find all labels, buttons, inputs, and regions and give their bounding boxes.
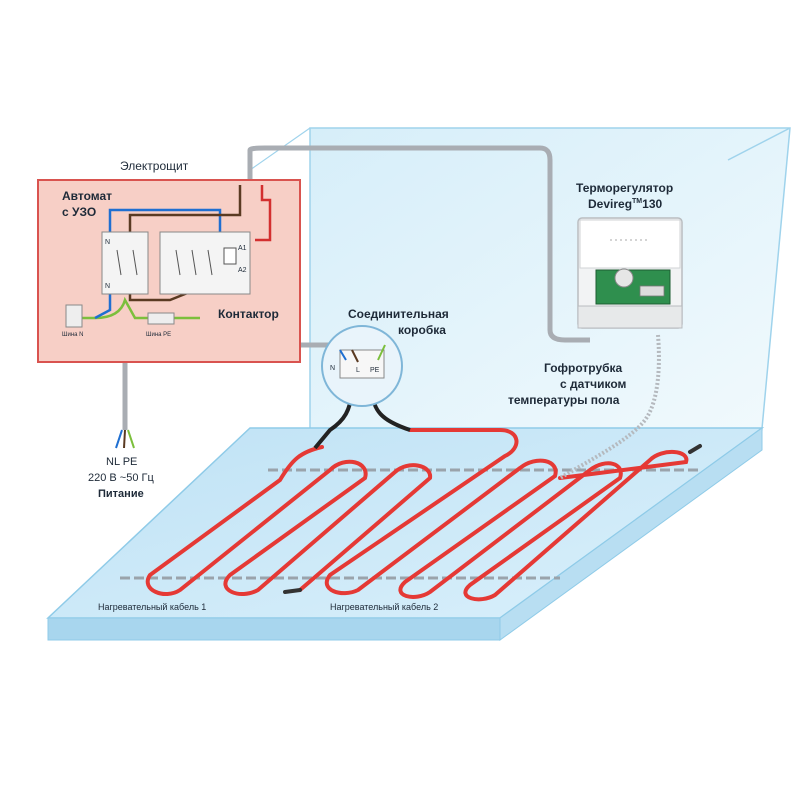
switch-line bbox=[191, 249, 197, 276]
wire-brown bbox=[128, 185, 242, 238]
junction-wire-green bbox=[377, 344, 386, 361]
breaker-label-1: Автомат bbox=[62, 189, 112, 203]
breaker-label-2: с УЗО bbox=[62, 205, 96, 219]
wall-edge bbox=[727, 127, 791, 161]
bus-pe-label: Шина PE bbox=[146, 332, 171, 338]
power-spec: 220 В ~50 Гц bbox=[88, 472, 154, 484]
wire-red bbox=[255, 185, 272, 242]
junction-label-2: коробка bbox=[398, 323, 446, 337]
thermostat-terminal bbox=[639, 285, 665, 297]
cold-lead bbox=[283, 588, 302, 594]
tube-label-3: температуры пола bbox=[508, 393, 620, 407]
switch-line bbox=[116, 249, 122, 276]
cable-2-label: Нагревательный кабель 2 bbox=[330, 602, 438, 612]
switch-line bbox=[207, 249, 213, 276]
switch-line bbox=[175, 249, 181, 276]
contactor-coil bbox=[223, 247, 237, 265]
tube-label-1: Гофротрубка bbox=[544, 361, 623, 375]
junction-wire-brown bbox=[351, 349, 359, 363]
power-title: Питание bbox=[98, 488, 144, 500]
terminal-a2: A2 bbox=[238, 267, 247, 274]
cable-panel-to-thermostat bbox=[247, 145, 590, 343]
cable-1-label: Нагревательный кабель 1 bbox=[98, 602, 206, 612]
bus-n bbox=[65, 304, 83, 328]
terminal-n: N bbox=[105, 239, 110, 246]
rcd-breaker[interactable] bbox=[101, 231, 149, 295]
bus-pe bbox=[147, 312, 175, 325]
junction-term-n: N bbox=[330, 365, 335, 372]
wire-blue-lower bbox=[94, 292, 112, 320]
switch-line bbox=[132, 249, 138, 276]
junction-term-l: L bbox=[356, 367, 360, 374]
thermostat-model: DeviregTM130 bbox=[588, 197, 662, 211]
contactor-label: Контактор bbox=[218, 307, 279, 321]
terminal-n-bottom: N bbox=[105, 283, 110, 290]
wire-blue bbox=[108, 208, 222, 238]
cable-end bbox=[688, 444, 702, 454]
junction-terminal-block bbox=[339, 349, 385, 379]
terminal-a1: A1 bbox=[238, 245, 247, 252]
power-wire-green bbox=[127, 429, 135, 449]
bus-n-label: Шина N bbox=[62, 332, 84, 338]
tube-label-2: с датчиком bbox=[560, 377, 627, 391]
thermostat-knob[interactable] bbox=[614, 268, 634, 288]
junction-wire-blue bbox=[339, 349, 347, 361]
heating-cable-2 bbox=[325, 428, 689, 602]
floor-side-face bbox=[499, 427, 763, 641]
thermostat-label: Терморегулятор bbox=[576, 181, 673, 195]
heating-cable-1 bbox=[145, 445, 432, 596]
power-wire-blue bbox=[115, 429, 123, 449]
floor-front-face bbox=[47, 617, 501, 641]
power-terminals: NL PE bbox=[106, 456, 137, 468]
power-wire-brown bbox=[123, 429, 126, 449]
panel-title: Электрощит bbox=[120, 159, 189, 173]
junction-label-1: Соединительная bbox=[348, 307, 449, 321]
wire-brown-lower bbox=[128, 290, 191, 302]
thermostat-base bbox=[577, 305, 683, 329]
junction-term-pe: PE bbox=[370, 367, 380, 374]
thermostat-cover bbox=[579, 219, 681, 269]
